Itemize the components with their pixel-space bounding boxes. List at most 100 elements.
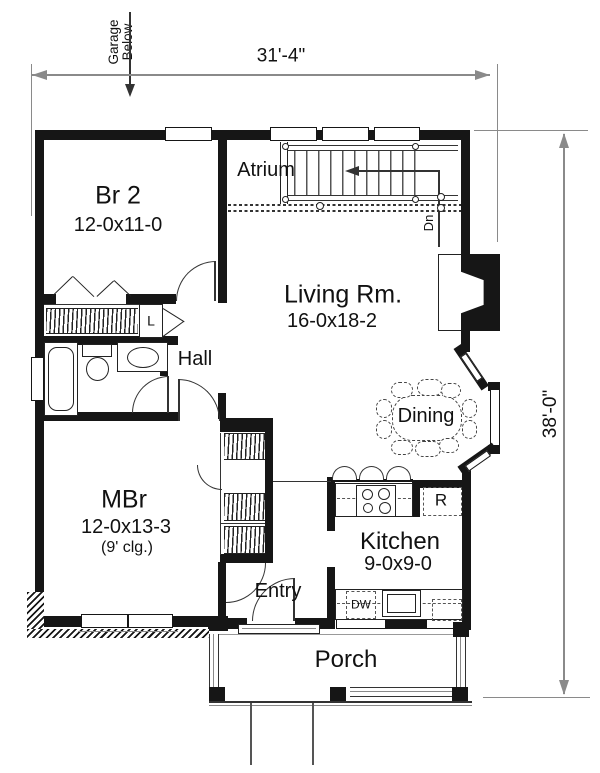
bay-window-center bbox=[490, 389, 500, 447]
dining-chair bbox=[441, 383, 461, 398]
railing-post bbox=[437, 204, 445, 212]
wall-kitchen-left-lower bbox=[327, 567, 335, 622]
stair-newel bbox=[412, 143, 419, 150]
front-door-threshold bbox=[238, 624, 320, 634]
window-mbr-south-2 bbox=[128, 614, 173, 628]
window-mbr-south-1 bbox=[81, 614, 128, 628]
living-label: Living Rm. bbox=[283, 280, 403, 309]
bay-post-top bbox=[488, 382, 500, 391]
wall-right-upper bbox=[461, 130, 470, 256]
mbr-dims: 12-0x13-3 bbox=[80, 516, 172, 538]
stair-direction-label: Dn bbox=[421, 214, 437, 232]
porch-railing-left bbox=[209, 634, 219, 687]
dining-chair bbox=[439, 438, 459, 453]
stair-direction-arrow-line bbox=[349, 170, 439, 172]
dishwasher-label: DW bbox=[351, 597, 371, 612]
bar-stool bbox=[332, 466, 357, 480]
porch-railing-bottom bbox=[350, 687, 454, 697]
kitchen-sink-inner bbox=[387, 594, 416, 613]
atrium-railing-line-2 bbox=[228, 210, 461, 212]
refrigerator bbox=[423, 487, 462, 516]
br2-dims: 12-0x11-0 bbox=[73, 214, 163, 236]
burner bbox=[378, 488, 390, 500]
stair-newel bbox=[282, 196, 289, 203]
front-door-leaf bbox=[293, 578, 295, 621]
dining-chair bbox=[417, 379, 443, 396]
closet-rod bbox=[224, 526, 265, 554]
wall-entry-south-corner bbox=[208, 616, 228, 631]
bath-door-leaf bbox=[167, 376, 169, 413]
dishwasher bbox=[346, 591, 376, 619]
range bbox=[356, 485, 396, 517]
dining-table bbox=[392, 395, 462, 441]
stair-rail-top bbox=[287, 145, 458, 151]
stair-header bbox=[280, 142, 288, 204]
window-bath-west bbox=[31, 357, 44, 401]
porch-post bbox=[209, 687, 225, 703]
bifold-door-line bbox=[72, 276, 95, 298]
porch-railing-right-mid bbox=[460, 636, 461, 688]
railing-post bbox=[316, 202, 324, 210]
linen-door-line bbox=[162, 308, 185, 323]
burner bbox=[362, 489, 373, 500]
pantry bbox=[432, 599, 462, 621]
vanity-sink bbox=[127, 347, 159, 368]
linen-closet bbox=[139, 304, 163, 338]
entry-label: Entry bbox=[254, 580, 302, 602]
wall-entry-south-a bbox=[228, 618, 247, 629]
porch-deck-edge bbox=[209, 701, 472, 703]
wall-entry-south-b bbox=[295, 618, 335, 629]
threshold-line bbox=[242, 628, 316, 629]
closet-rod bbox=[224, 433, 265, 460]
closet-left-edge bbox=[220, 433, 222, 555]
top-dim-arrow-right bbox=[475, 70, 490, 80]
closet-rod bbox=[224, 493, 265, 521]
wall-kitchen-right bbox=[462, 468, 471, 630]
dining-chair bbox=[462, 420, 477, 439]
stair-direction-arrowhead bbox=[345, 166, 359, 176]
bay-window-upper bbox=[460, 353, 483, 382]
top-dim-arrow-left bbox=[32, 70, 47, 80]
toilet-tank bbox=[82, 344, 112, 357]
bar-stool bbox=[386, 466, 411, 480]
right-dim-arrow-down bbox=[559, 680, 569, 695]
burner bbox=[363, 503, 373, 513]
overall-depth-dim: 38'-0" bbox=[540, 389, 562, 439]
porch-railing-right bbox=[456, 636, 466, 688]
closet-block-top bbox=[220, 418, 273, 432]
toilet-bowl bbox=[86, 357, 109, 381]
mbr-closet-door-arc bbox=[197, 465, 222, 490]
stair-rail-bottom bbox=[287, 195, 458, 201]
mbr-note: (9' clg.) bbox=[101, 539, 153, 557]
porch-post bbox=[330, 687, 346, 703]
porch-edge-top bbox=[219, 634, 456, 635]
window-sill-line bbox=[78, 631, 178, 632]
br2-label: Br 2 bbox=[95, 181, 141, 210]
closet-block-right bbox=[265, 418, 273, 563]
stair-newel bbox=[282, 143, 289, 150]
refrigerator-label: R bbox=[434, 490, 448, 510]
window-atrium-2 bbox=[322, 127, 369, 141]
dining-chair bbox=[376, 420, 392, 439]
wall-counter-stub bbox=[412, 480, 420, 517]
bifold-door-line bbox=[113, 280, 132, 297]
atrium-label: Atrium bbox=[237, 159, 295, 181]
ext-line-bottom bbox=[483, 697, 590, 698]
ext-line-right bbox=[497, 64, 498, 242]
linen-closet-label: L bbox=[147, 312, 155, 329]
porch-step-line bbox=[312, 703, 314, 765]
burner bbox=[379, 502, 391, 514]
wall-br2-south-a bbox=[44, 294, 56, 304]
ext-line-left bbox=[31, 64, 32, 216]
wall-br2-atrium bbox=[218, 140, 227, 303]
ext-line-top-right bbox=[474, 130, 588, 131]
bath-door-arc bbox=[132, 376, 169, 413]
hall-label: Hall bbox=[177, 348, 213, 370]
bifold-door-line bbox=[96, 280, 115, 298]
wall-bath-north bbox=[44, 336, 178, 345]
bathtub-inner bbox=[48, 347, 74, 411]
hatched-wall-left bbox=[27, 592, 44, 632]
living-entry-boundary bbox=[273, 481, 331, 483]
wall-hall-stub bbox=[218, 393, 226, 419]
